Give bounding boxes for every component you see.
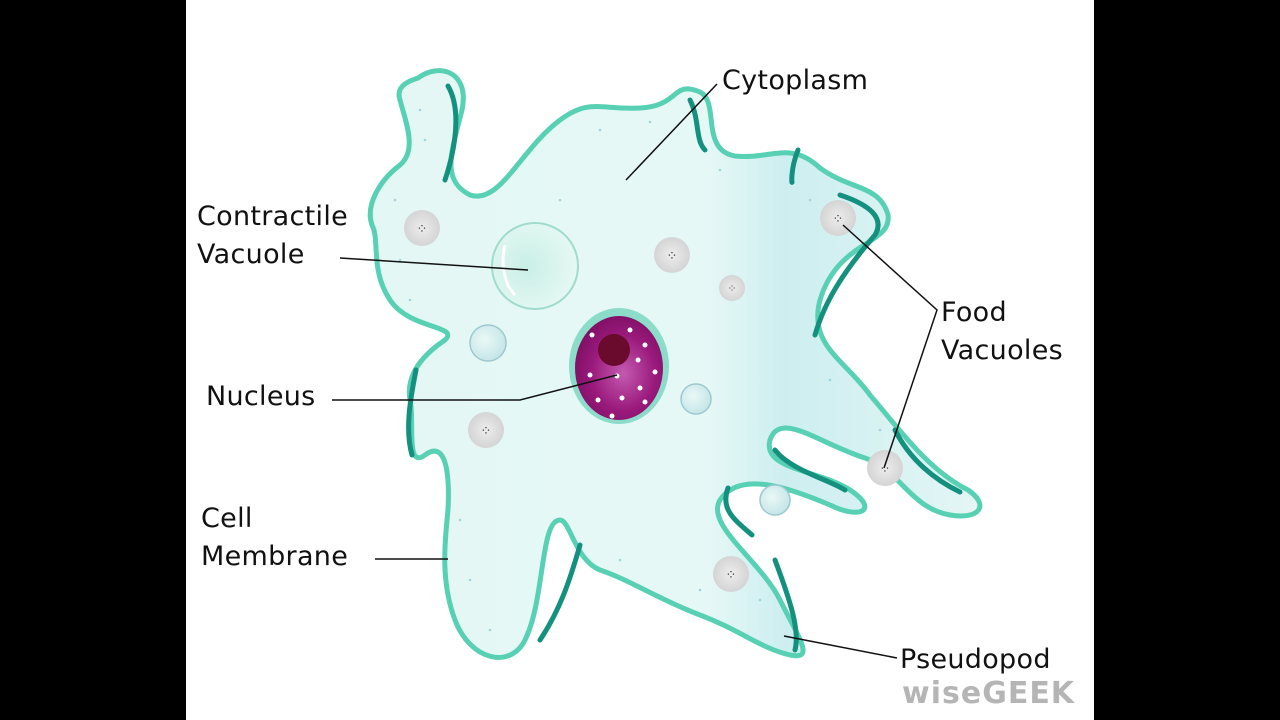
label-nucleus: Nucleus [206, 381, 316, 412]
svg-text:⁘: ⁘ [727, 282, 736, 295]
food-vacuole: ⁘ [654, 237, 690, 273]
svg-text:⁘: ⁘ [417, 222, 428, 237]
amoeba-illustration: ⁘ ⁘ ⁘ ⁘ ⁘ ⁘ ⁘ [332, 68, 983, 660]
label-cell-membrane-line1: Cell [201, 503, 253, 534]
nucleus [569, 308, 669, 424]
food-vacuole: ⁘ [468, 412, 504, 448]
food-vacuoles-leader [842, 224, 938, 469]
label-contractile-vacuole-line2: Vacuole [197, 239, 305, 270]
label-food-vacuoles-line1: Food [941, 297, 1007, 328]
food-vacuole: ⁘ [719, 275, 745, 301]
watermark-logo: wiseGEEK [902, 676, 1076, 711]
nucleolus [598, 334, 630, 366]
svg-text:⁘: ⁘ [667, 249, 678, 264]
cytoplasm-granules [393, 108, 882, 632]
food-vacuole: ⁘ [713, 556, 749, 592]
contractile-vacuole-leader [339, 257, 529, 271]
leader-lines [332, 83, 938, 659]
food-vacuole: ⁘ [820, 200, 856, 236]
label-food-vacuoles-line2: Vacuoles [941, 335, 1063, 366]
label-contractile-vacuole-line1: Contractile [197, 201, 349, 232]
pseudopod-leader [783, 635, 898, 659]
label-cytoplasm: Cytoplasm [722, 65, 869, 96]
svg-text:⁘: ⁘ [726, 568, 737, 583]
cytoplasm-leader [625, 83, 718, 181]
letterbox-right [1094, 0, 1280, 720]
contractile-vacuole [491, 222, 579, 310]
food-vacuole: ⁘ [867, 450, 903, 486]
label-pseudopod: Pseudopod [900, 644, 1051, 675]
small-vacuoles [469, 324, 791, 516]
svg-text:⁘: ⁘ [880, 462, 891, 477]
amoeba-diagram: ⁘ ⁘ ⁘ ⁘ ⁘ ⁘ ⁘ Cytoplasm Contractile Vacu… [186, 0, 1094, 720]
cell-membrane-outline [367, 68, 983, 660]
membrane-accents [406, 83, 963, 653]
nucleus-leader [332, 374, 618, 401]
letterbox-left [0, 0, 186, 720]
label-cell-membrane-line2: Membrane [201, 541, 349, 572]
svg-text:⁘: ⁘ [833, 212, 844, 227]
svg-text:⁘: ⁘ [481, 424, 492, 439]
food-vacuoles: ⁘ ⁘ ⁘ ⁘ ⁘ ⁘ ⁘ [404, 200, 903, 592]
food-vacuole: ⁘ [404, 210, 440, 246]
